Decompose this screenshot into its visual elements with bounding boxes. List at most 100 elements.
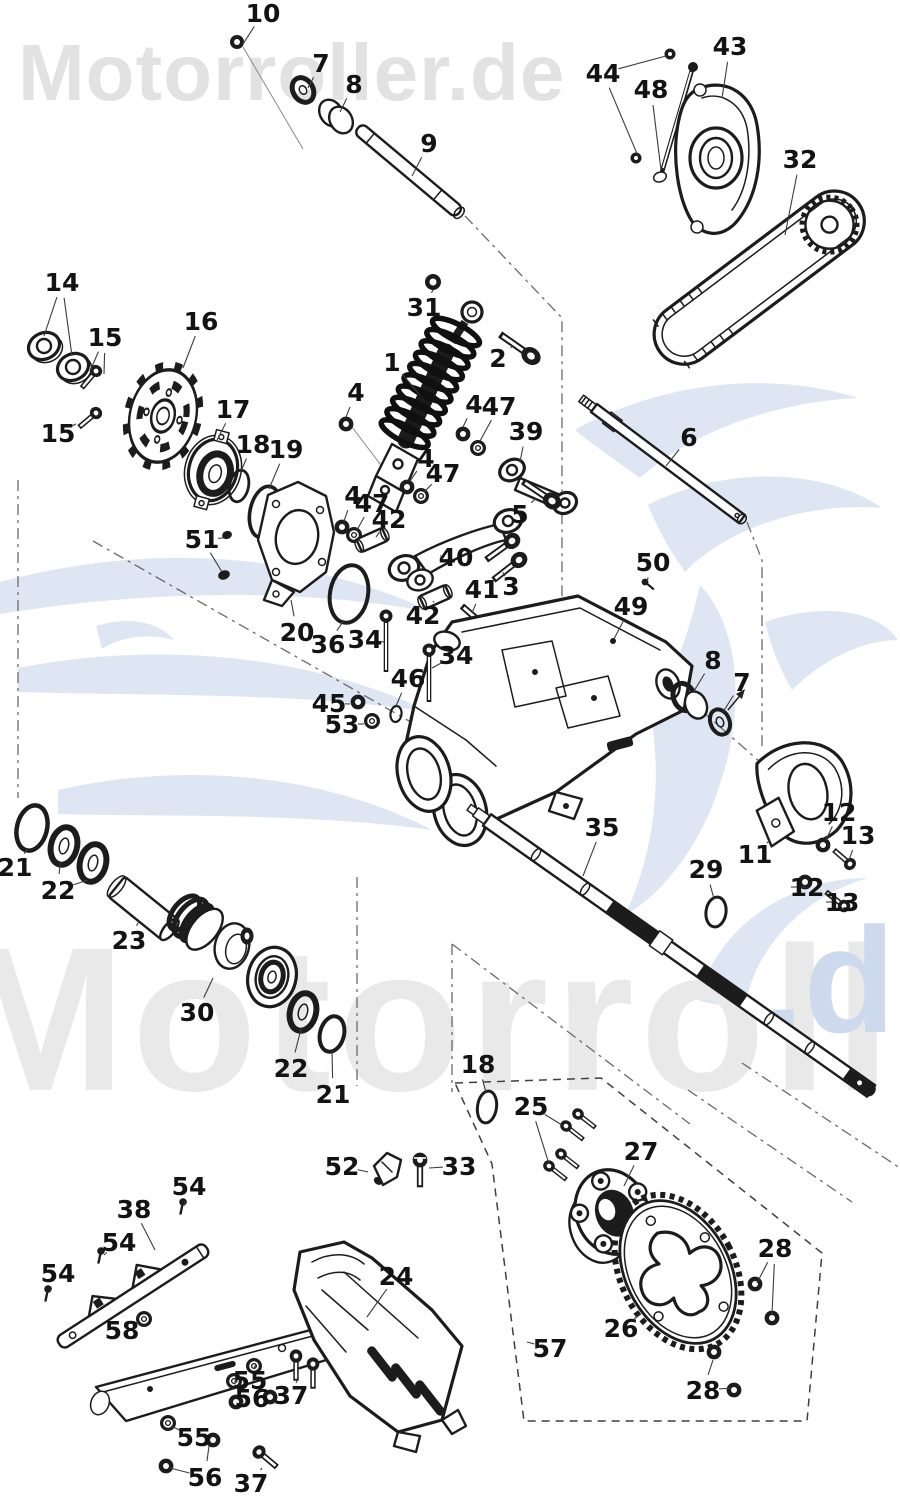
callout-leader [423,483,433,493]
callout-leader [260,1467,263,1471]
part-33-bolt [413,1153,428,1188]
part-callout-21: 21 [0,853,32,882]
part-callout-22: 22 [274,1054,309,1083]
part-callout-2: 2 [489,344,506,373]
part-callout-15: 15 [88,323,123,352]
callout-leader [756,1261,769,1284]
callout-leader [479,419,492,442]
part-callout-4: 4 [417,444,434,473]
part-callout-49: 49 [614,592,649,621]
part-callout-31: 31 [407,293,442,322]
part-43-cover [674,83,761,235]
callout-leader [409,470,418,482]
part-24-bracket [89,1240,468,1454]
callout-leader [103,352,106,375]
part-callout-44: 44 [586,59,621,88]
part-callout-46: 46 [391,664,426,693]
part-40-link [387,508,524,592]
callout-leader [43,297,58,337]
part-callout-51: 51 [185,525,220,554]
part-callout-4: 4 [347,378,364,407]
part-callout-13: 13 [841,821,876,850]
part-callout-22: 22 [41,876,76,905]
part-callout-34: 34 [439,641,474,670]
callout-leader [519,446,524,463]
part-callout-36: 36 [311,630,346,659]
part-callout-15: 15 [41,419,76,448]
part-callout-55: 55 [233,1366,268,1395]
part-callout-33: 33 [442,1152,477,1181]
callout-leader [63,297,73,357]
callout-leader [766,839,771,844]
part-callout-19: 19 [269,435,304,464]
part-11-guard [755,741,853,848]
callout-leader [613,619,625,640]
part-callout-4: 4 [465,390,482,419]
part-49-swingarm [395,594,694,848]
callout-leader [380,640,385,643]
callout-leader [718,1387,732,1390]
part-58-nut [136,1310,152,1328]
part-53-washer [364,712,380,730]
callout-leader [665,449,680,467]
callout-leader [294,1028,302,1053]
callout-leader [295,1379,298,1384]
callout-leader [481,1079,487,1093]
callout-leader [268,463,281,490]
callout-leader [535,1121,550,1165]
part-30-bearing-set [166,893,298,1009]
callout-leader [502,572,506,577]
part-callout-10: 10 [246,0,281,28]
callout-leader [58,862,61,875]
part-callout-27: 27 [624,1137,659,1166]
callout-leader [401,373,421,396]
part-callout-20: 20 [280,618,315,647]
callout-leader [721,61,729,99]
part-callout-37: 37 [274,1381,309,1410]
part-callout-8: 8 [704,646,721,675]
part-8-bushing [317,98,355,135]
part-callout-39: 39 [509,417,544,446]
callout-leader [72,423,77,427]
callout-leader [206,1445,210,1462]
part-callout-42: 42 [372,505,407,534]
callout-leader [771,1263,775,1315]
callout-leader [693,673,706,692]
callout-leader [209,552,223,573]
callout-leader [526,1341,535,1345]
part-callout-28: 28 [758,1234,793,1263]
callout-leader [182,335,196,369]
part-callout-3: 3 [502,572,519,601]
part-52-clamp [372,1151,403,1187]
part-29-oring [704,895,728,929]
callout-leader [646,577,649,582]
part-callout-26: 26 [604,1314,639,1343]
callout-leader [169,1467,190,1474]
part-51-fasteners [218,530,232,580]
part-callout-34: 34 [348,625,383,654]
part-50-screw [640,577,657,593]
callout-leader [652,104,662,171]
callout-leader [784,174,798,236]
part-callout-11: 11 [738,840,773,869]
part-callout-40: 40 [439,543,474,572]
callout-leader [307,76,315,89]
callout-leader [237,1402,244,1407]
part-callout-29: 29 [689,855,724,884]
part-callout-45: 45 [312,689,347,718]
part-callout-8: 8 [345,70,362,99]
callout-leader [331,1050,334,1079]
part-callout-28: 28 [686,1376,721,1405]
part-callout-12: 12 [790,873,825,902]
part-callout-35: 35 [585,813,620,842]
callout-leader [242,26,255,45]
callout-leader [428,1166,444,1169]
part-callout-25: 25 [514,1092,549,1121]
part-callout-14: 14 [45,268,80,297]
callout-leader [336,619,345,632]
part-callout-23: 23 [112,926,147,955]
part-callout-52: 52 [325,1152,360,1181]
part-22-seal-right [286,990,320,1034]
callout-leader [707,1359,714,1375]
